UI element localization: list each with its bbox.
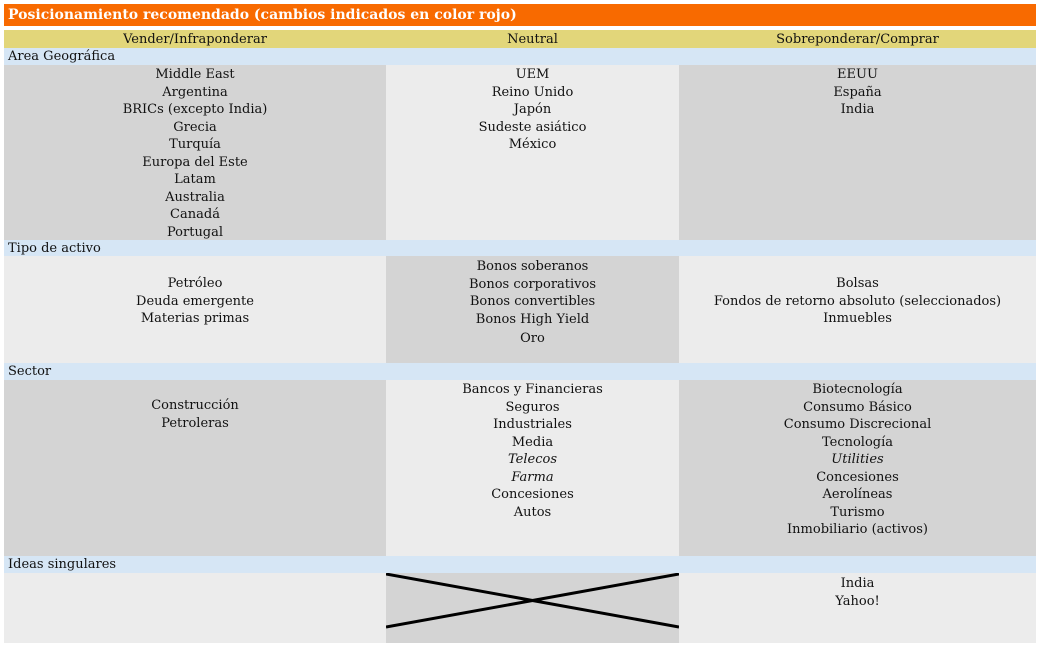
list-item: Inmobiliario (activos) [787, 522, 928, 537]
list-item: Canadá [170, 207, 220, 222]
column-header-buy: Sobreponderar/Comprar [679, 30, 1036, 48]
list-item: Deuda emergente [136, 293, 254, 309]
list-item: Bolsas [836, 276, 879, 291]
list-item: Consumo Discrecional [783, 417, 932, 432]
list-item: Middle East [155, 67, 235, 82]
list-item: Japón [513, 102, 552, 117]
list-item: BRICs (excepto India) [122, 102, 268, 117]
list-item: Turismo [830, 504, 885, 520]
list-item: Biotecnología [812, 382, 903, 397]
list-item: Grecia [173, 119, 217, 135]
list-item: Europa del Este [142, 154, 248, 170]
list-item: Autos [513, 504, 552, 520]
list-item: Bonos convertibles [469, 294, 596, 309]
list-item: Telecos [508, 452, 557, 467]
list-item: México [508, 137, 557, 152]
list-item: Bonos High Yield [475, 311, 590, 327]
list-item: Turquía [169, 137, 221, 152]
list-item: Concesiones [816, 469, 899, 485]
list-item: Reino Unido [491, 84, 574, 100]
list-item: Petroleras [161, 415, 229, 431]
list-item: Construcción [151, 398, 239, 413]
list-item: Farma [511, 469, 554, 485]
list-item: Utilities [831, 452, 884, 467]
list-item: Portugal [166, 224, 224, 240]
list-item: Media [511, 434, 554, 450]
column-header-neutral: Neutral [386, 30, 679, 48]
section-header-ideas-singulares: Ideas singulares [4, 556, 1036, 573]
list-item: Yahoo! [835, 593, 880, 609]
list-item: Latam [174, 172, 216, 187]
list-item: EEUU [837, 67, 878, 82]
list-item: Bonos corporativos [468, 276, 597, 292]
list-item: Seguros [505, 399, 560, 415]
column-header-sell: Vender/Infraponderar [4, 30, 386, 48]
table-title: Posicionamiento recomendado (cambios ind… [4, 4, 1036, 26]
section-header-area-geografica: Area Geográfica [4, 48, 1036, 65]
list-item: Oro [520, 331, 545, 346]
cell-ideas-sell [4, 573, 386, 643]
list-item: Tecnología [821, 434, 894, 450]
list-item: Materias primas [140, 311, 250, 326]
list-item: Fondos de retorno absoluto (seleccionado… [713, 293, 1002, 309]
section-header-sector: Sector [4, 363, 1036, 380]
list-item: Sudeste asiático [478, 119, 587, 135]
cell-ideas-neutral [386, 573, 679, 643]
list-item: Industriales [493, 417, 572, 432]
list-item: India [840, 102, 875, 117]
list-item: India [840, 576, 875, 591]
crossed-out-mark [386, 573, 679, 629]
section-header-tipo-activo: Tipo de activo [4, 240, 1036, 256]
list-item: Australia [165, 189, 225, 205]
list-item: Argentina [162, 84, 228, 100]
list-item: Consumo Básico [803, 399, 912, 415]
list-item: Aerolíneas [822, 487, 893, 502]
list-item: España [833, 84, 882, 100]
list-item: UEM [515, 67, 550, 82]
list-item: Bonos soberanos [476, 259, 589, 274]
list-item: Petróleo [167, 276, 223, 291]
list-item: Concesiones [491, 487, 574, 502]
list-item: Bancos y Financieras [462, 382, 603, 397]
list-item: Inmuebles [823, 311, 892, 326]
